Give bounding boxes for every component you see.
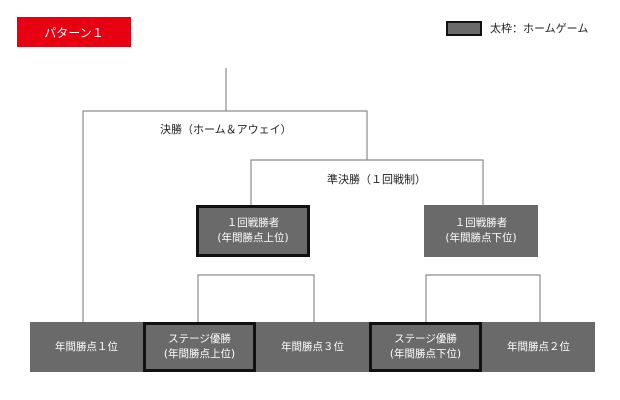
- round1-winner-upper-line1: １回戦勝者: [226, 217, 280, 229]
- round1-winner-upper-box: １回戦勝者 (年間勝点上位): [196, 205, 310, 257]
- team-rank1-box: 年間勝点１位: [30, 322, 143, 372]
- round1-winner-lower-line1: １回戦勝者: [454, 217, 508, 229]
- round1-winner-upper-line2: (年間勝点上位): [217, 232, 289, 244]
- team-stage-upper-line1: ステージ優勝: [168, 333, 231, 345]
- pattern-tag: パターン１: [17, 17, 131, 47]
- team-rank2-label: 年間勝点２位: [507, 340, 570, 353]
- team-rank2-box: 年間勝点２位: [482, 322, 595, 372]
- final-bracket-line: [82, 110, 368, 322]
- team-stage-lower-box: ステージ優勝 (年間勝点下位): [369, 322, 482, 372]
- team-stage-upper-box: ステージ優勝 (年間勝点上位): [143, 322, 256, 372]
- legend-swatch: [446, 20, 482, 36]
- round1-left-bracket-line: [197, 274, 315, 322]
- pattern-tag-label: パターン１: [44, 25, 104, 40]
- round1-right-bracket-line: [425, 274, 541, 322]
- final-label: 決勝（ホーム＆アウェイ）: [160, 123, 292, 136]
- round1-winner-lower-box: １回戦勝者 (年間勝点下位): [424, 205, 538, 257]
- semifinal-bracket-line: [250, 159, 484, 205]
- round1-winner-lower-line2: (年間勝点下位): [445, 232, 517, 244]
- team-stage-upper-line2: (年間勝点上位): [163, 348, 236, 360]
- team-stage-lower-line1: ステージ優勝: [394, 333, 457, 345]
- team-rank3-box: 年間勝点３位: [256, 322, 369, 372]
- semifinal-label: 準決勝（１回戦制）: [327, 173, 426, 186]
- team-stage-lower-line2: (年間勝点下位): [389, 348, 462, 360]
- team-rank1-label: 年間勝点１位: [55, 340, 118, 353]
- legend-label: 太枠：ホームゲーム: [490, 22, 589, 35]
- team-rank3-label: 年間勝点３位: [281, 340, 344, 353]
- legend: 太枠：ホームゲーム: [446, 19, 588, 37]
